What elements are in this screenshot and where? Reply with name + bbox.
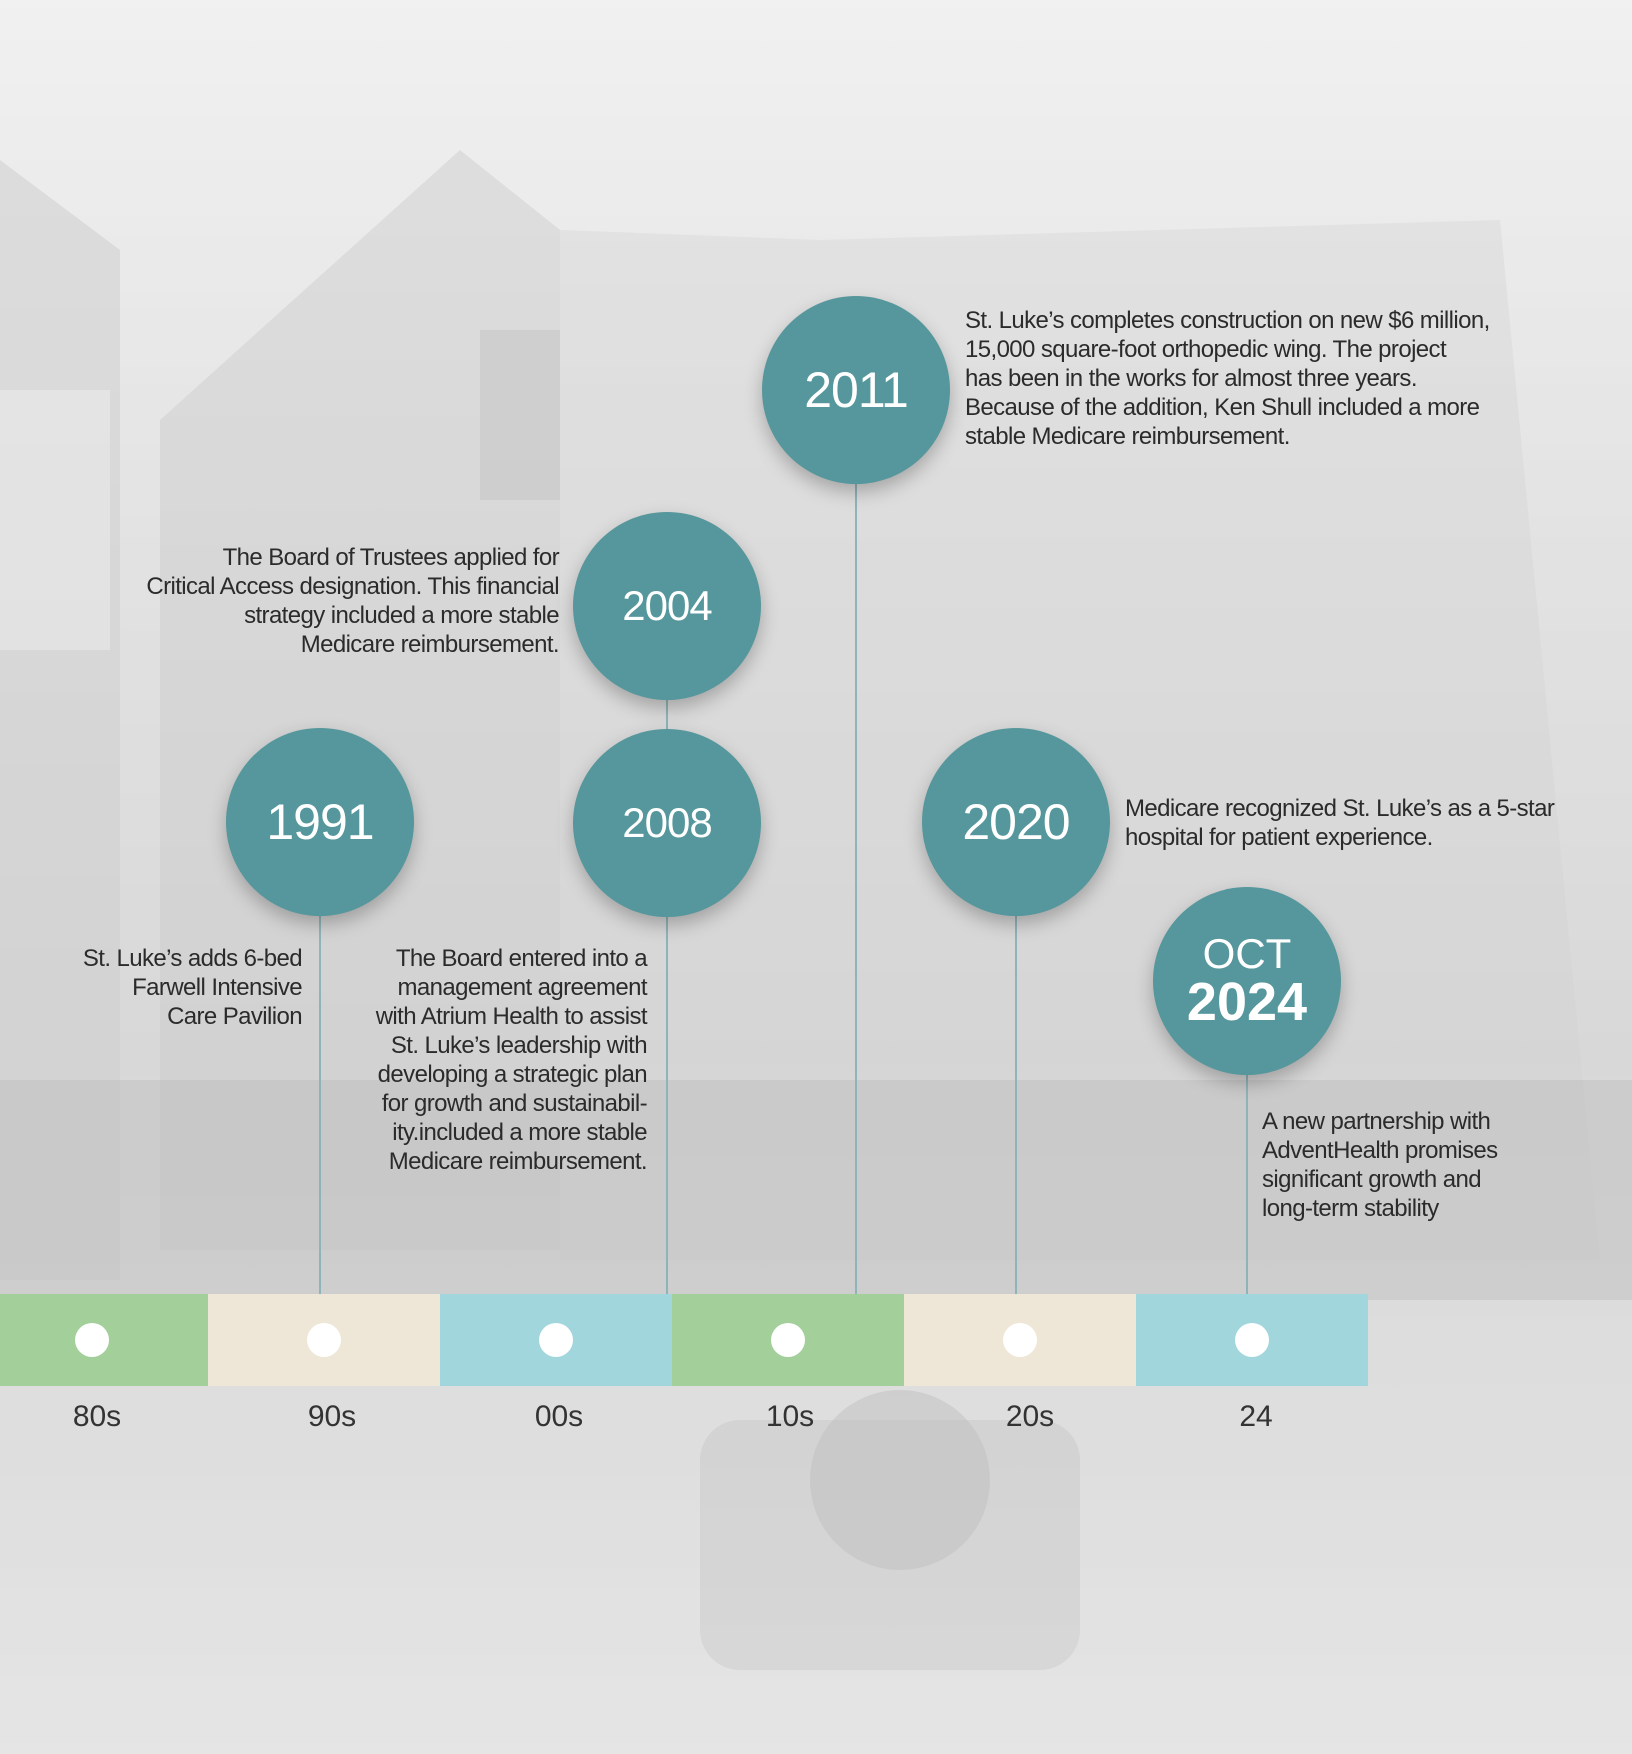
milestone-year: 2020 — [962, 794, 1070, 850]
connector-2011 — [855, 470, 857, 1294]
milestone-note-2011: St. Luke’s completes construction on new… — [965, 307, 1490, 450]
milestone-year: 1991 — [266, 794, 374, 850]
milestone-note-2004: The Board of Trustees applied for Critic… — [146, 544, 559, 658]
milestone-year: 2004 — [622, 582, 712, 629]
segment-00s — [440, 1294, 672, 1386]
segment-80s — [0, 1294, 208, 1386]
decade-label-80s: 80s — [72, 1400, 122, 1433]
milestone-bubble-2008: 2008 — [573, 729, 761, 917]
milestone-bubble-2011: 2011 — [762, 296, 950, 484]
timeline-dot — [75, 1323, 109, 1357]
segment-90s — [208, 1294, 440, 1386]
milestone-bubble-1991: 1991 — [226, 728, 414, 916]
milestone-note-1991: St. Luke’s adds 6-bed Farwell Intensive … — [82, 945, 303, 1030]
decade-label-10s: 10s — [765, 1400, 815, 1433]
milestone-bubble-2020: 2020 — [922, 728, 1110, 916]
decade-label-24: 24 — [1239, 1400, 1273, 1433]
connector-2004-2008 — [666, 690, 668, 1294]
milestone-bubble-2024: OCT 2024 — [1153, 887, 1341, 1075]
timeline-band — [0, 1294, 1368, 1386]
timeline-dot — [307, 1323, 341, 1357]
milestone-note-2008: The Board entered into a management agre… — [375, 945, 648, 1175]
milestone-bubble-2004: 2004 — [573, 512, 761, 700]
segment-24 — [1136, 1294, 1368, 1386]
timeline-dot — [1235, 1323, 1269, 1357]
milestone-note-2020: Medicare recognized St. Luke’s as a 5-st… — [1125, 795, 1555, 851]
connector-2020 — [1015, 900, 1017, 1294]
milestone-year: 2011 — [804, 362, 909, 418]
decade-label-90s: 90s — [307, 1400, 357, 1433]
timeline-dot — [771, 1323, 805, 1357]
milestone-note-2024: A new partnership with AdventHealth prom… — [1262, 1108, 1498, 1222]
decade-label-00s: 00s — [534, 1400, 584, 1433]
segment-20s — [904, 1294, 1136, 1386]
milestone-year: 2024 — [1186, 972, 1308, 1032]
connector-2024 — [1246, 1055, 1248, 1294]
milestone-month: OCT — [1202, 930, 1292, 977]
timeline-dot — [539, 1323, 573, 1357]
segment-10s — [672, 1294, 904, 1386]
decade-label-20s: 20s — [1005, 1400, 1055, 1433]
milestone-year: 2008 — [622, 799, 712, 846]
connector-1991 — [319, 900, 321, 1294]
timeline-dot — [1003, 1323, 1037, 1357]
